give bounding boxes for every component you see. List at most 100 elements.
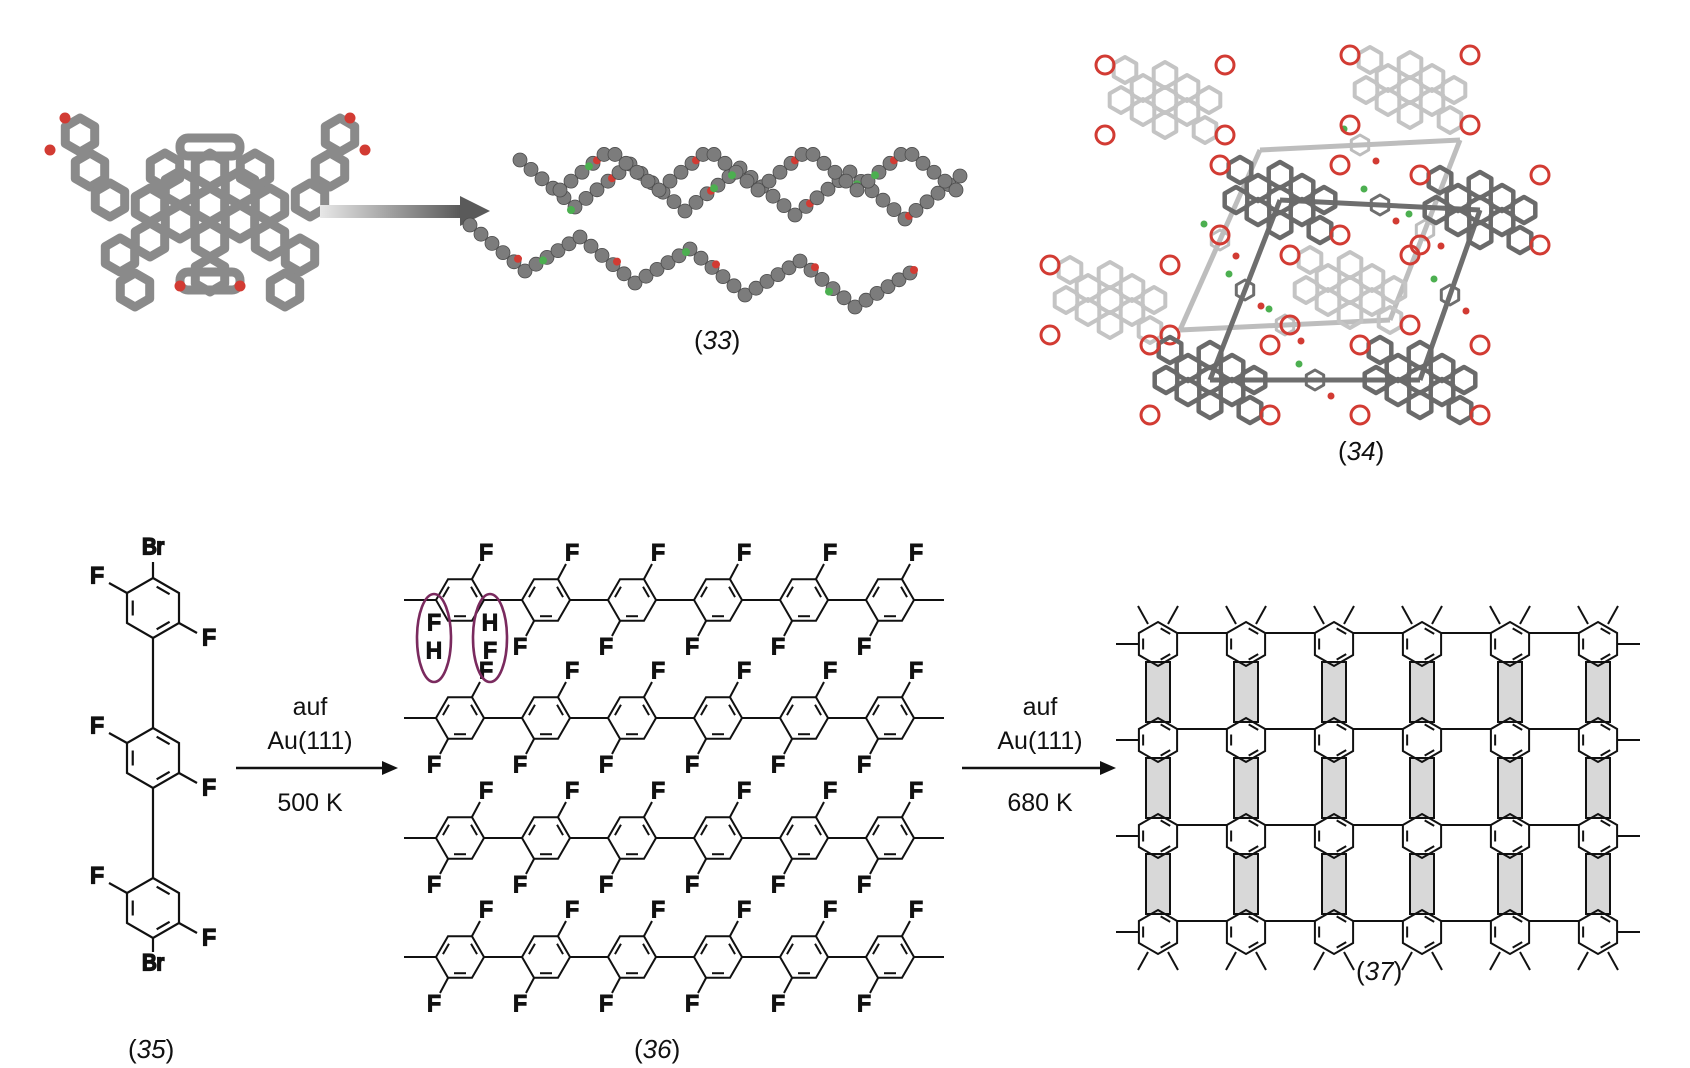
fluorine-atom: F bbox=[427, 872, 440, 897]
polymer-atom bbox=[937, 173, 953, 189]
polymer-atom bbox=[739, 173, 755, 189]
polymer-atom bbox=[772, 164, 788, 180]
monomer-ring bbox=[160, 200, 200, 244]
framework-node-ring bbox=[1510, 194, 1538, 226]
framework-node-ring bbox=[1506, 224, 1534, 256]
double-bond bbox=[1160, 627, 1171, 635]
double-bond bbox=[700, 943, 708, 955]
network-edge-bond bbox=[1401, 605, 1413, 625]
double-bond bbox=[1336, 723, 1347, 731]
double-bond bbox=[528, 943, 536, 955]
boron-atom bbox=[710, 184, 718, 193]
boron-atom bbox=[1405, 210, 1413, 218]
catechol-ring bbox=[1209, 224, 1231, 246]
double-bond bbox=[1248, 749, 1259, 757]
double-bond bbox=[1600, 723, 1611, 731]
terphenyl-ring bbox=[125, 726, 181, 790]
network-edge-bond bbox=[1607, 951, 1619, 971]
catechol-ring bbox=[1409, 234, 1431, 256]
framework-node-ring bbox=[1396, 50, 1424, 80]
polymer-atom bbox=[574, 164, 590, 180]
c-f-bond bbox=[901, 681, 911, 698]
double-bond bbox=[786, 943, 794, 955]
c-f-bond bbox=[178, 772, 198, 784]
monomer-3d-render bbox=[44, 112, 371, 312]
polymer-atom bbox=[662, 173, 678, 189]
framework-node-ring bbox=[1336, 250, 1364, 280]
framework-node-ring bbox=[1240, 364, 1268, 396]
polymer-atom bbox=[666, 194, 682, 210]
polymer-atom bbox=[809, 190, 825, 206]
polymer-atom bbox=[770, 267, 786, 283]
label-33: (33) bbox=[694, 325, 741, 355]
polymer-atom bbox=[717, 155, 733, 171]
network-benzene-ring bbox=[1313, 620, 1355, 668]
fluorine-atom: F bbox=[599, 634, 612, 659]
boron-atom bbox=[539, 256, 547, 265]
polyphenylene-ring bbox=[606, 816, 658, 860]
double-bond bbox=[556, 943, 564, 955]
fluorine-atom: F bbox=[651, 778, 664, 803]
framework-linker bbox=[1259, 137, 1461, 153]
framework-node-ring bbox=[1376, 305, 1404, 335]
double-bond bbox=[614, 824, 622, 836]
c-f-bond bbox=[557, 801, 567, 818]
step2-surface: Au(111) bbox=[997, 727, 1083, 755]
c-f-bond bbox=[869, 977, 879, 994]
fluorine-atom: F bbox=[909, 540, 922, 565]
step2-reagent: auf bbox=[1022, 693, 1058, 721]
polymer-atom bbox=[926, 164, 942, 180]
fluorine-atom: F bbox=[513, 634, 526, 659]
polyphenylene-ring bbox=[692, 696, 744, 740]
polymer-atom bbox=[561, 236, 577, 252]
network-benzene-ring bbox=[1313, 716, 1355, 764]
double-bond bbox=[642, 704, 650, 716]
framework-node-ring bbox=[1151, 60, 1179, 90]
network-benzene-ring bbox=[1313, 908, 1355, 956]
fluorine-atom: F bbox=[513, 991, 526, 1016]
monomer-ring bbox=[320, 113, 360, 157]
c-f-bond bbox=[178, 622, 198, 634]
framework-node-ring bbox=[1191, 115, 1219, 145]
polymer-atom bbox=[860, 173, 876, 189]
double-bond bbox=[528, 704, 536, 716]
catechol-ring bbox=[1139, 404, 1161, 426]
fluorine-atom: F bbox=[599, 752, 612, 777]
catechol-ring bbox=[1039, 254, 1061, 276]
step2-conditions: auf Au(111) bbox=[960, 690, 1120, 758]
network-edge-bond bbox=[1225, 605, 1237, 625]
network-benzene-ring bbox=[1225, 716, 1267, 764]
hf-highlight-ellipse-left bbox=[415, 592, 453, 684]
double-bond bbox=[470, 824, 478, 836]
bromine-atom: Br bbox=[142, 950, 164, 975]
polymer-atom bbox=[616, 266, 632, 282]
double-bond bbox=[1424, 749, 1435, 757]
framework-node-ring bbox=[1352, 75, 1380, 105]
cyclobutadiene-ring bbox=[1585, 661, 1611, 723]
double-bond bbox=[156, 920, 171, 931]
double-bond bbox=[1336, 819, 1347, 827]
oxygen-atom bbox=[910, 266, 918, 274]
oxygen-atom bbox=[1257, 302, 1265, 310]
framework-node-ring bbox=[1266, 159, 1294, 191]
network-edge-bond bbox=[1137, 605, 1149, 625]
double-bond bbox=[1424, 819, 1435, 827]
polymer-atom bbox=[618, 155, 634, 171]
label-34: (34) bbox=[1338, 436, 1385, 466]
double-bond bbox=[1600, 627, 1611, 635]
double-bond bbox=[1600, 941, 1611, 949]
double-bond bbox=[470, 704, 478, 716]
fluorine-atom: F bbox=[771, 872, 784, 897]
c-f-bond bbox=[178, 922, 198, 934]
network-benzene-ring bbox=[1401, 716, 1443, 764]
double-bond bbox=[1600, 749, 1611, 757]
framework-node-ring bbox=[1336, 275, 1364, 305]
fluorine-atom: F bbox=[483, 638, 496, 663]
label-36: (36) bbox=[634, 1034, 681, 1064]
network-edge-bond bbox=[1431, 605, 1443, 625]
c-f-bond bbox=[471, 681, 481, 698]
polymer-atom bbox=[572, 229, 588, 245]
network-benzene-ring bbox=[1577, 716, 1619, 764]
network-edge-bond bbox=[1313, 605, 1325, 625]
polymer-atom bbox=[737, 287, 753, 303]
